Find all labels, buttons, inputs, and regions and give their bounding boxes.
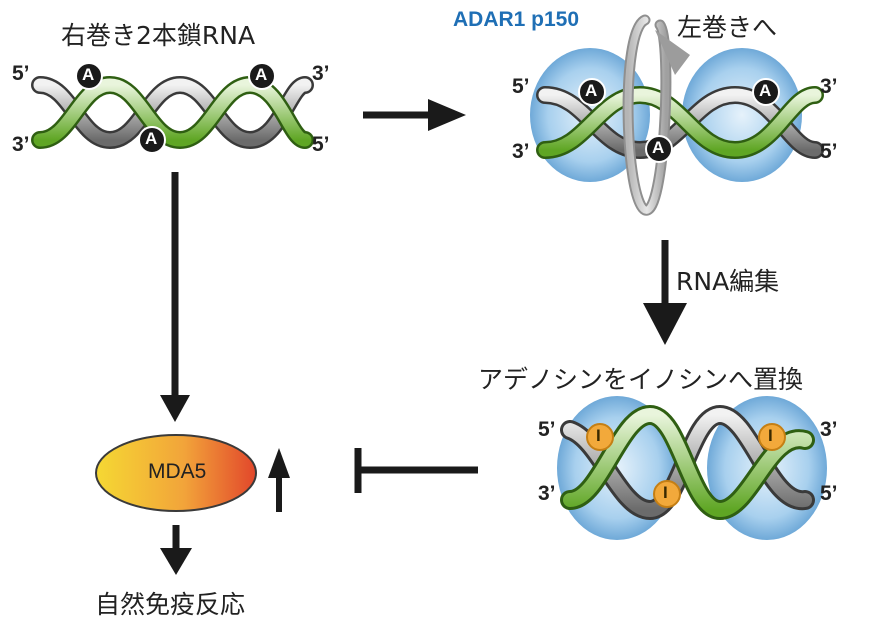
arrow-down-response: [160, 525, 192, 575]
inosine-marker: [586, 423, 614, 451]
right-handed-dsrna-helix: [31, 62, 314, 154]
adar1-bound-helix: [530, 14, 824, 216]
strand-end-three-prime: 3’: [312, 62, 330, 85]
arrow-up-activation: [268, 448, 290, 512]
label-innate-immune: 自然免疫反応: [95, 590, 246, 619]
strand-end-five-prime: 5’: [12, 62, 30, 85]
arrow-down-editing: [643, 240, 687, 345]
strand-end-five-prime: 5’: [538, 418, 556, 441]
arrow-right: [363, 99, 466, 131]
strand-end-five-prime: 5’: [512, 75, 530, 98]
strand-end-five-prime: 5’: [820, 140, 838, 163]
adenosine-marker: [752, 78, 780, 106]
inosine-label: I: [663, 483, 668, 502]
inosine-label: I: [768, 426, 773, 445]
adenosine-label: A: [82, 65, 95, 84]
strand-end-three-prime: 3’: [538, 482, 556, 505]
inhibition-bar: [354, 448, 478, 493]
adenosine-marker: [248, 62, 276, 90]
adenosine-marker: [75, 62, 103, 90]
strand-end-three-prime: 3’: [12, 133, 30, 156]
inosine-label: I: [596, 426, 601, 445]
adenosine-marker: [578, 78, 606, 106]
strand-end-three-prime: 3’: [820, 418, 838, 441]
label-adar1-p150: ADAR1 p150: [453, 8, 580, 31]
label-a-to-i: アデノシンをイノシンへ置換: [478, 365, 804, 394]
strand-end-three-prime: 3’: [512, 140, 530, 163]
adenosine-marker: [645, 135, 673, 163]
adenosine-label: A: [759, 81, 772, 100]
inosine-marker: [653, 480, 681, 508]
strand-end-five-prime: 5’: [820, 482, 838, 505]
adenosine-label: A: [585, 81, 598, 100]
edited-helix: [557, 396, 827, 540]
mda5-oval: [95, 434, 257, 512]
strand-end-five-prime: 5’: [312, 133, 330, 156]
label-rna-editing: RNA編集: [676, 267, 780, 296]
inosine-marker: [758, 423, 786, 451]
adenosine-marker: [138, 126, 166, 154]
label-left-handed: 左巻きへ: [677, 13, 778, 42]
arrow-down-left: [160, 172, 190, 422]
adenosine-label: A: [652, 138, 665, 157]
rotation-arrow: [622, 14, 690, 216]
label-mda5: MDA5: [148, 460, 207, 483]
strand-end-three-prime: 3’: [820, 75, 838, 98]
label-right-handed-dsrna: 右巻き2本鎖RNA: [61, 21, 256, 50]
adenosine-label: A: [145, 129, 158, 148]
adenosine-label: A: [255, 65, 268, 84]
